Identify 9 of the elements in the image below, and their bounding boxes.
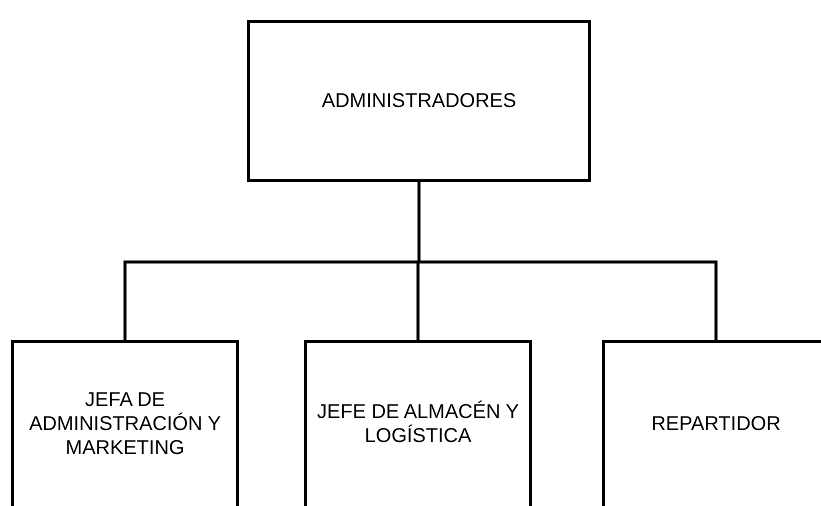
role-label: ADMINISTRADORES	[322, 89, 516, 113]
role-label: REPARTIDOR	[651, 412, 781, 436]
org-box	[247, 20, 591, 182]
connector-line	[418, 182, 718, 340]
org-box	[304, 340, 532, 506]
org-box	[11, 340, 239, 506]
org-box	[602, 340, 821, 506]
role-label: JEFE DE ALMACÉN Y LOGÍSTICA	[316, 400, 520, 448]
role-label: JEFA DE ADMINISTRACIÓN Y MARKETING	[28, 388, 222, 460]
